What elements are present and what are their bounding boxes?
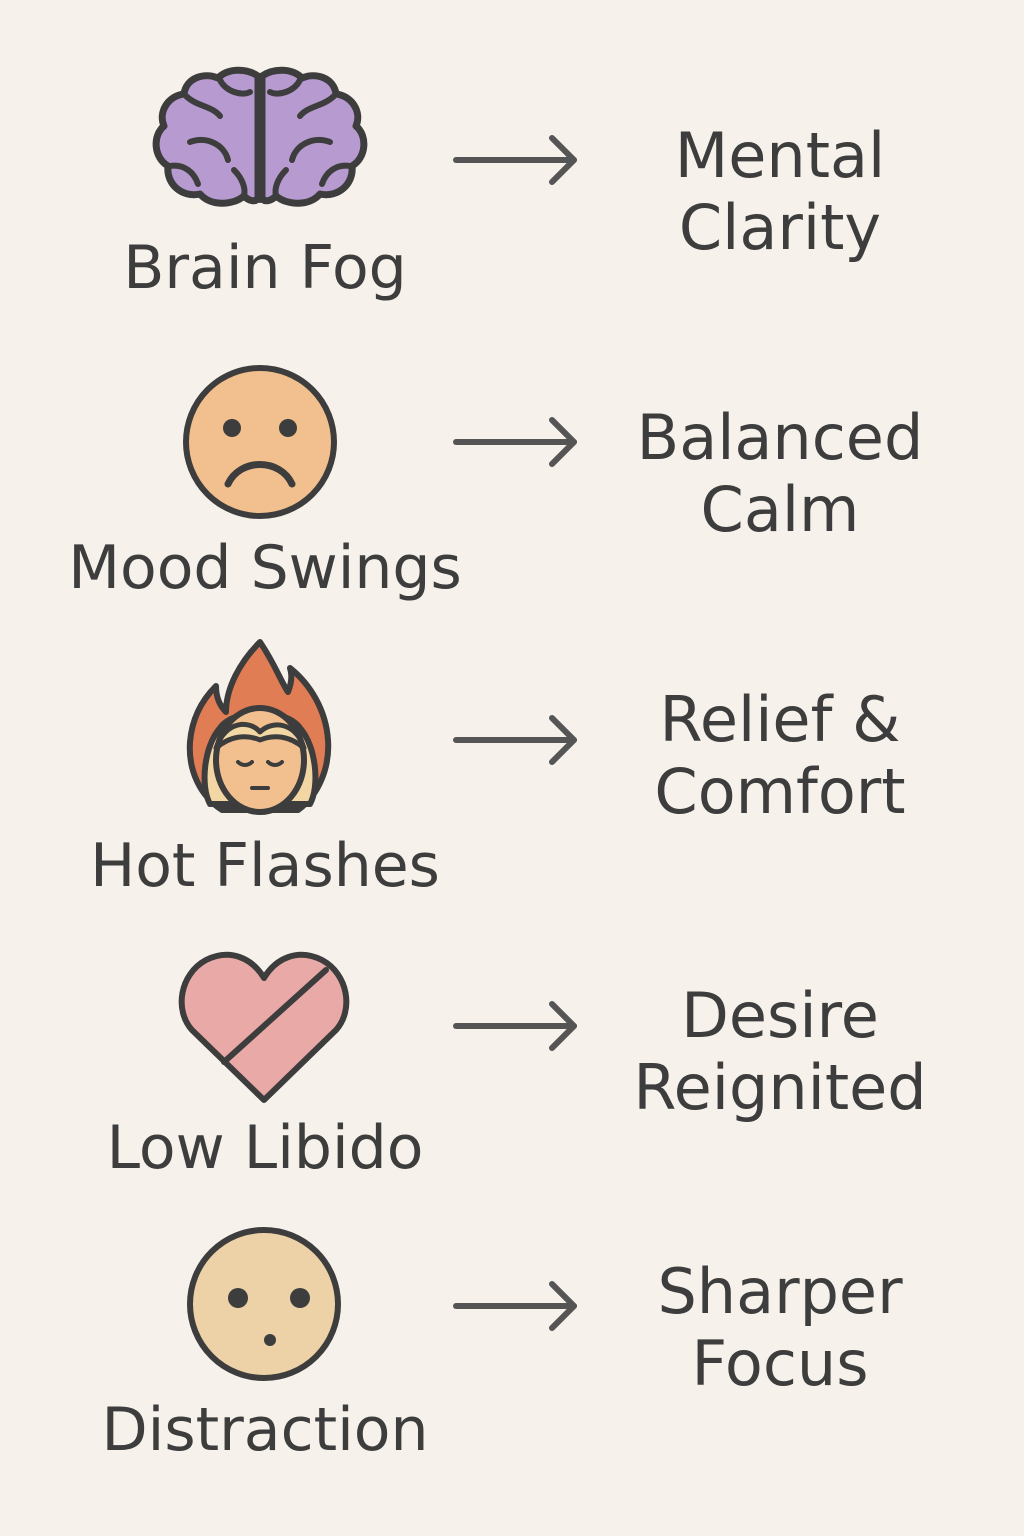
symptom-label: Brain Fog — [123, 233, 407, 303]
arrow-icon — [453, 1281, 577, 1331]
benefit-label: Sharper Focus — [657, 1255, 903, 1400]
brain-icon — [152, 66, 368, 207]
sad-face-icon — [183, 365, 337, 519]
arrow-icon — [453, 715, 577, 765]
benefit-label: Desire Reignited — [633, 979, 927, 1124]
broken-heart-icon — [178, 951, 350, 1103]
symptom-label: Mood Swings — [68, 533, 462, 603]
symptom-label: Hot Flashes — [90, 831, 440, 901]
symptom-label: Distraction — [101, 1395, 429, 1465]
arrow-icon — [453, 135, 577, 185]
symptom-label: Low Libido — [106, 1113, 424, 1183]
benefit-label: Balanced Calm — [636, 401, 924, 546]
arrow-icon — [453, 1001, 577, 1051]
benefit-label: Mental Clarity — [674, 119, 886, 264]
woman-flame-icon — [186, 639, 332, 815]
surprised-face-icon — [187, 1227, 341, 1381]
arrow-icon — [453, 417, 577, 467]
benefit-label: Relief & Comfort — [654, 683, 906, 828]
